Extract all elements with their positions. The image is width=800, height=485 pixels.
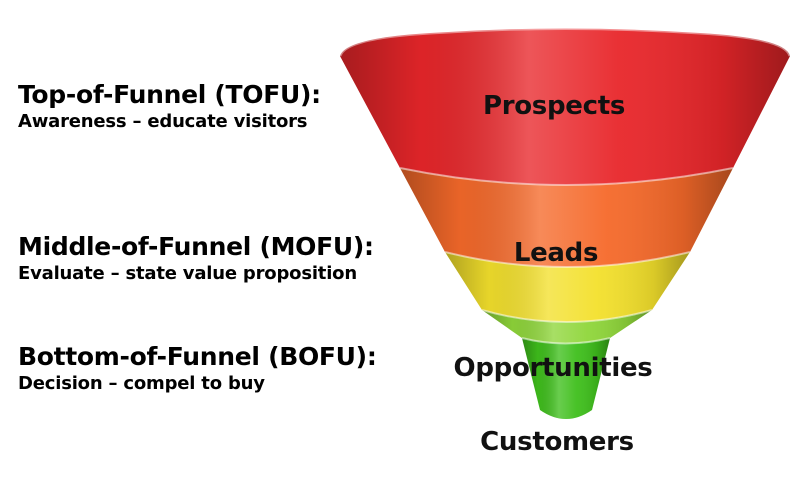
stage-title-bofu: Bottom-of-Funnel (BOFU): [18, 342, 377, 371]
funnel-layer-2 [400, 168, 733, 267]
stage-label-bofu: Bottom-of-Funnel (BOFU): Decision – comp… [18, 342, 377, 394]
stage-title-tofu: Top-of-Funnel (TOFU): [18, 80, 321, 109]
funnel-seams [399, 167, 734, 345]
funnel-label-opportunities: Opportunities [453, 353, 653, 383]
funnel-layer-4 [482, 310, 652, 344]
stage-description-bofu: Decision – compel to buy [18, 373, 265, 394]
funnel-layer-1 [340, 28, 790, 185]
stage-label-tofu: Top-of-Funnel (TOFU): Awareness – educat… [18, 80, 321, 132]
funnel-label-customers: Customers [480, 427, 634, 457]
stage-title-mofu: Middle-of-Funnel (MOFU): [18, 232, 374, 261]
stage-description-mofu: Evaluate – state value proposition [18, 263, 357, 284]
funnel-layer-3 [445, 252, 690, 322]
funnel-rim [338, 27, 792, 57]
funnel-layer-5 [522, 338, 610, 419]
funnel-label-leads: Leads [513, 238, 599, 268]
funnel-label-prospects: Prospects [482, 91, 626, 121]
stage-label-mofu: Middle-of-Funnel (MOFU): Evaluate – stat… [18, 232, 374, 284]
stage-description-tofu: Awareness – educate visitors [18, 111, 308, 132]
